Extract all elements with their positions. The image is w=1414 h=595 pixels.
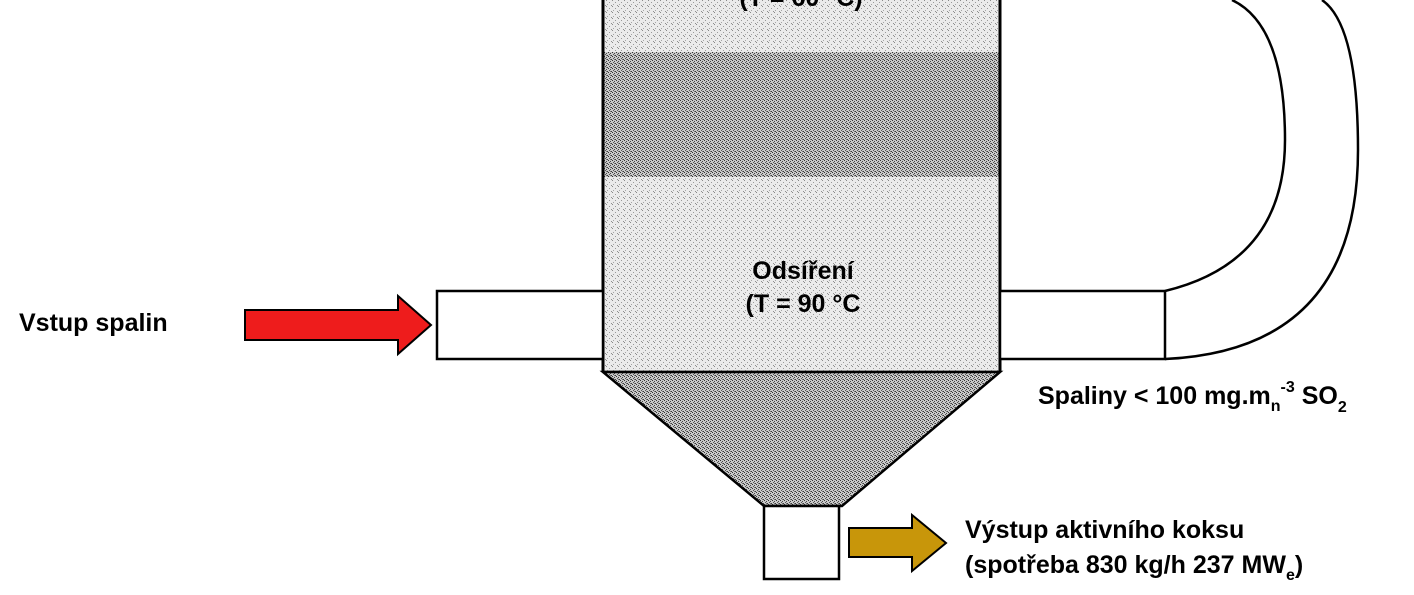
- coke-output-label-line2: (spotřeba 830 kg/h 237 MWe): [965, 551, 1303, 584]
- return-loop-outer: [1164, 0, 1360, 361]
- inlet-label: Vstup spalin: [19, 309, 168, 337]
- desulfurization-temperature: (T = 90 °C: [746, 290, 861, 318]
- desulfurization-title: Odsíření: [752, 257, 854, 285]
- outlet-pipe-loop: [998, 0, 1360, 361]
- coke-output-label-line1: Výstup aktivního koksu: [965, 516, 1244, 544]
- hopper: [599, 370, 1004, 508]
- coke-outlet-pipe: [762, 504, 841, 581]
- top-section-temperature: (T = 60 °C): [739, 0, 862, 12]
- middle-dark-section: [603, 52, 1000, 177]
- inlet-arrow: [244, 293, 433, 357]
- inlet-pipe: [435, 289, 605, 361]
- top-light-section: [603, 0, 1000, 52]
- return-loop-inner: [1164, 0, 1287, 293]
- outlet-label: Spaliny < 100 mg.mn-3 SO2: [1038, 379, 1347, 416]
- desulfurization-light-section: [603, 177, 1000, 372]
- coke-arrow: [848, 512, 948, 574]
